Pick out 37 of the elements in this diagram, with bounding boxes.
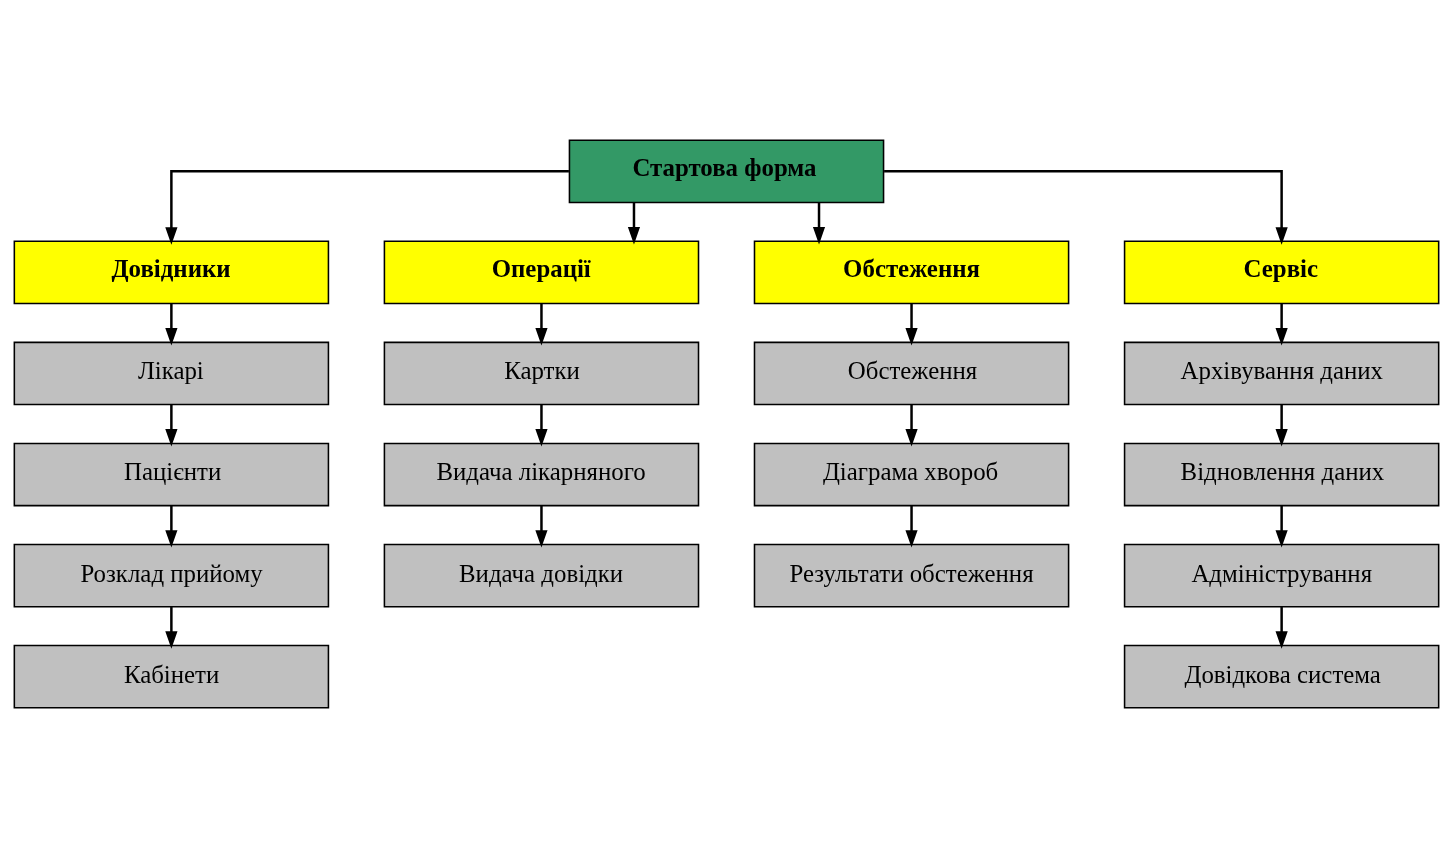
arrow xyxy=(165,505,178,548)
arrow xyxy=(165,607,178,649)
node-box: Відновлення даних xyxy=(1123,442,1440,507)
node-box: Картки xyxy=(383,341,700,406)
arrow xyxy=(165,303,178,346)
node-box: Пацієнти xyxy=(13,442,330,507)
node-box: Діаграма хвороб xyxy=(753,442,1070,507)
node-box: Обстеження xyxy=(753,240,1070,305)
node-box: Адміністрування xyxy=(1123,543,1440,608)
node-box: Довідкова система xyxy=(1123,644,1440,709)
arrow xyxy=(884,170,1288,245)
node-box: Результати обстеження xyxy=(753,543,1070,608)
arrow xyxy=(165,404,178,447)
arrow xyxy=(165,170,569,245)
node-box: Сервіс xyxy=(1123,240,1440,305)
arrow xyxy=(905,505,918,548)
node-box: Лікарі xyxy=(13,341,330,406)
arrow xyxy=(905,404,918,447)
node-box: Видача лікарняного xyxy=(383,442,700,507)
arrow xyxy=(627,202,641,245)
arrow xyxy=(1275,607,1288,649)
arrow xyxy=(905,303,918,346)
arrow xyxy=(1275,404,1288,447)
arrow xyxy=(1275,303,1288,346)
node-box: Стартова форма xyxy=(568,139,885,204)
arrow xyxy=(535,505,548,548)
node-box: Обстеження xyxy=(753,341,1070,406)
arrow xyxy=(1275,505,1288,548)
arrow xyxy=(535,303,548,346)
node-box: Операції xyxy=(383,240,700,305)
node-box: Архівування даних xyxy=(1123,341,1440,406)
arrow xyxy=(812,202,826,245)
node-box: Довідники xyxy=(13,240,330,305)
node-box: Кабінети xyxy=(13,644,330,709)
node-box: Розклад прийому xyxy=(13,543,330,608)
node-box: Видача довідки xyxy=(383,543,700,608)
arrow xyxy=(535,404,548,447)
